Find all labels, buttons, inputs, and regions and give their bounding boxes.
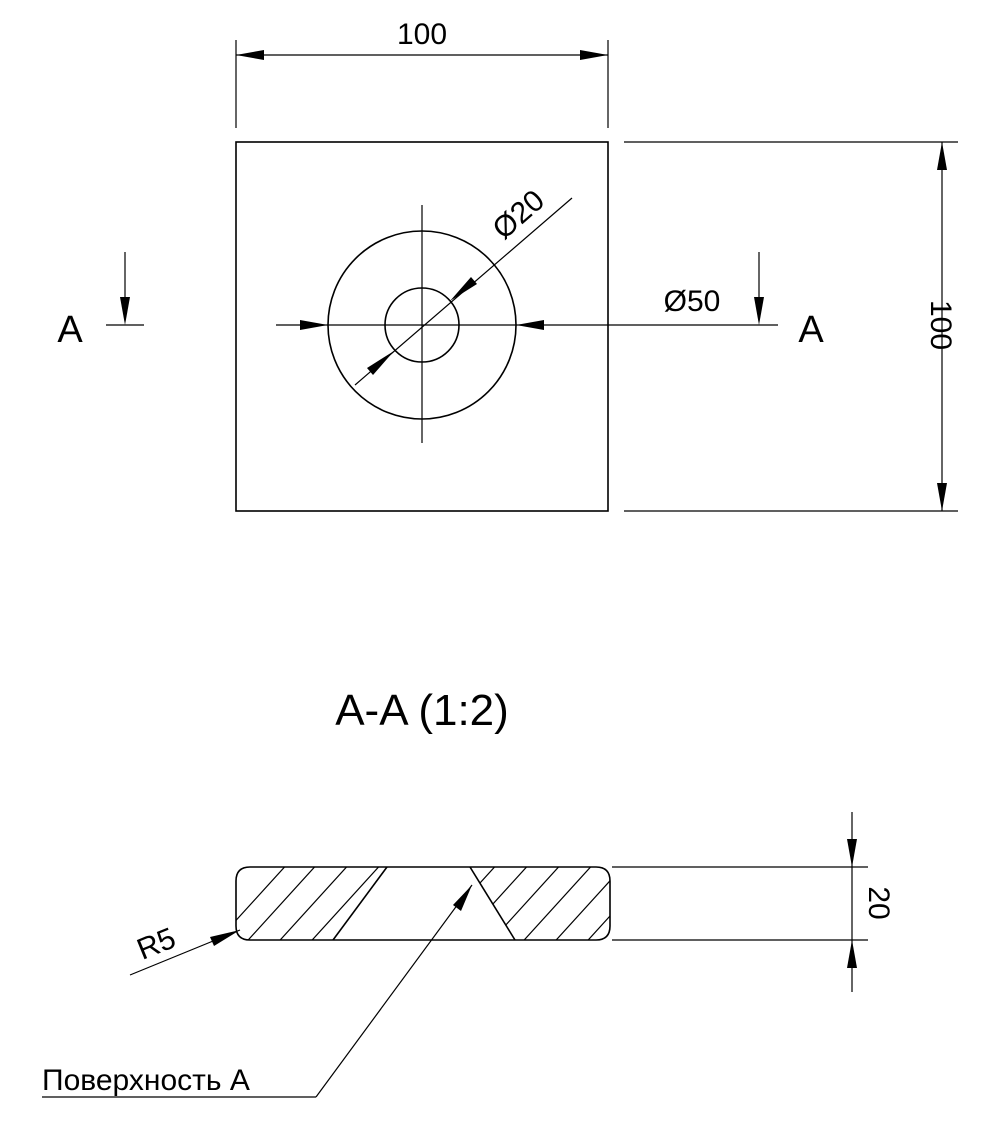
plate-outline (235, 141, 609, 512)
arrowhead (120, 297, 130, 325)
section-title: A-A (1:2) (335, 686, 509, 735)
inner-diameter-dimension: Ø20 (354, 184, 573, 386)
section-marker-left: A (57, 252, 144, 351)
arrowhead (937, 483, 947, 511)
surface-callout-label: Поверхность А (42, 1064, 250, 1097)
arrowhead (937, 142, 947, 170)
thickness-dimension: 20 (612, 812, 895, 992)
bore-edge-right (469, 866, 516, 941)
width-dim-label: 100 (397, 18, 447, 51)
bore-edge-left (332, 866, 388, 941)
thickness-dim-label: 20 (862, 886, 895, 919)
arrowhead (516, 320, 544, 330)
arrowhead (450, 277, 477, 301)
radius-label: R5 (132, 922, 180, 967)
radius-callout: R5 (129, 922, 241, 976)
arrowhead (847, 839, 857, 867)
inner-diameter-label: Ø20 (487, 184, 551, 246)
height-dim-label: 100 (924, 300, 957, 350)
arrowhead (210, 930, 240, 946)
arrowhead (300, 320, 328, 330)
width-dimension: 100 (235, 18, 609, 128)
top-view: 100 100 Ø20 Ø50 A (57, 18, 958, 512)
section-letter-left: A (57, 309, 83, 351)
arrowhead (847, 940, 857, 968)
arrowhead (754, 297, 764, 325)
arrowhead (236, 50, 264, 60)
section-marker-right: A (740, 252, 824, 351)
arrowhead (367, 351, 394, 375)
section-view: 20 R5 Поверхность А (42, 812, 895, 1098)
surface-callout: Поверхность А (42, 884, 473, 1098)
outer-diameter-dimension: Ø50 (300, 285, 720, 330)
section-outline (235, 866, 611, 941)
section-letter-right: A (798, 309, 824, 351)
outer-diameter-label: Ø50 (664, 285, 721, 318)
arrowhead (453, 885, 472, 911)
arrowhead (580, 50, 608, 60)
height-dimension: 100 (624, 141, 958, 512)
